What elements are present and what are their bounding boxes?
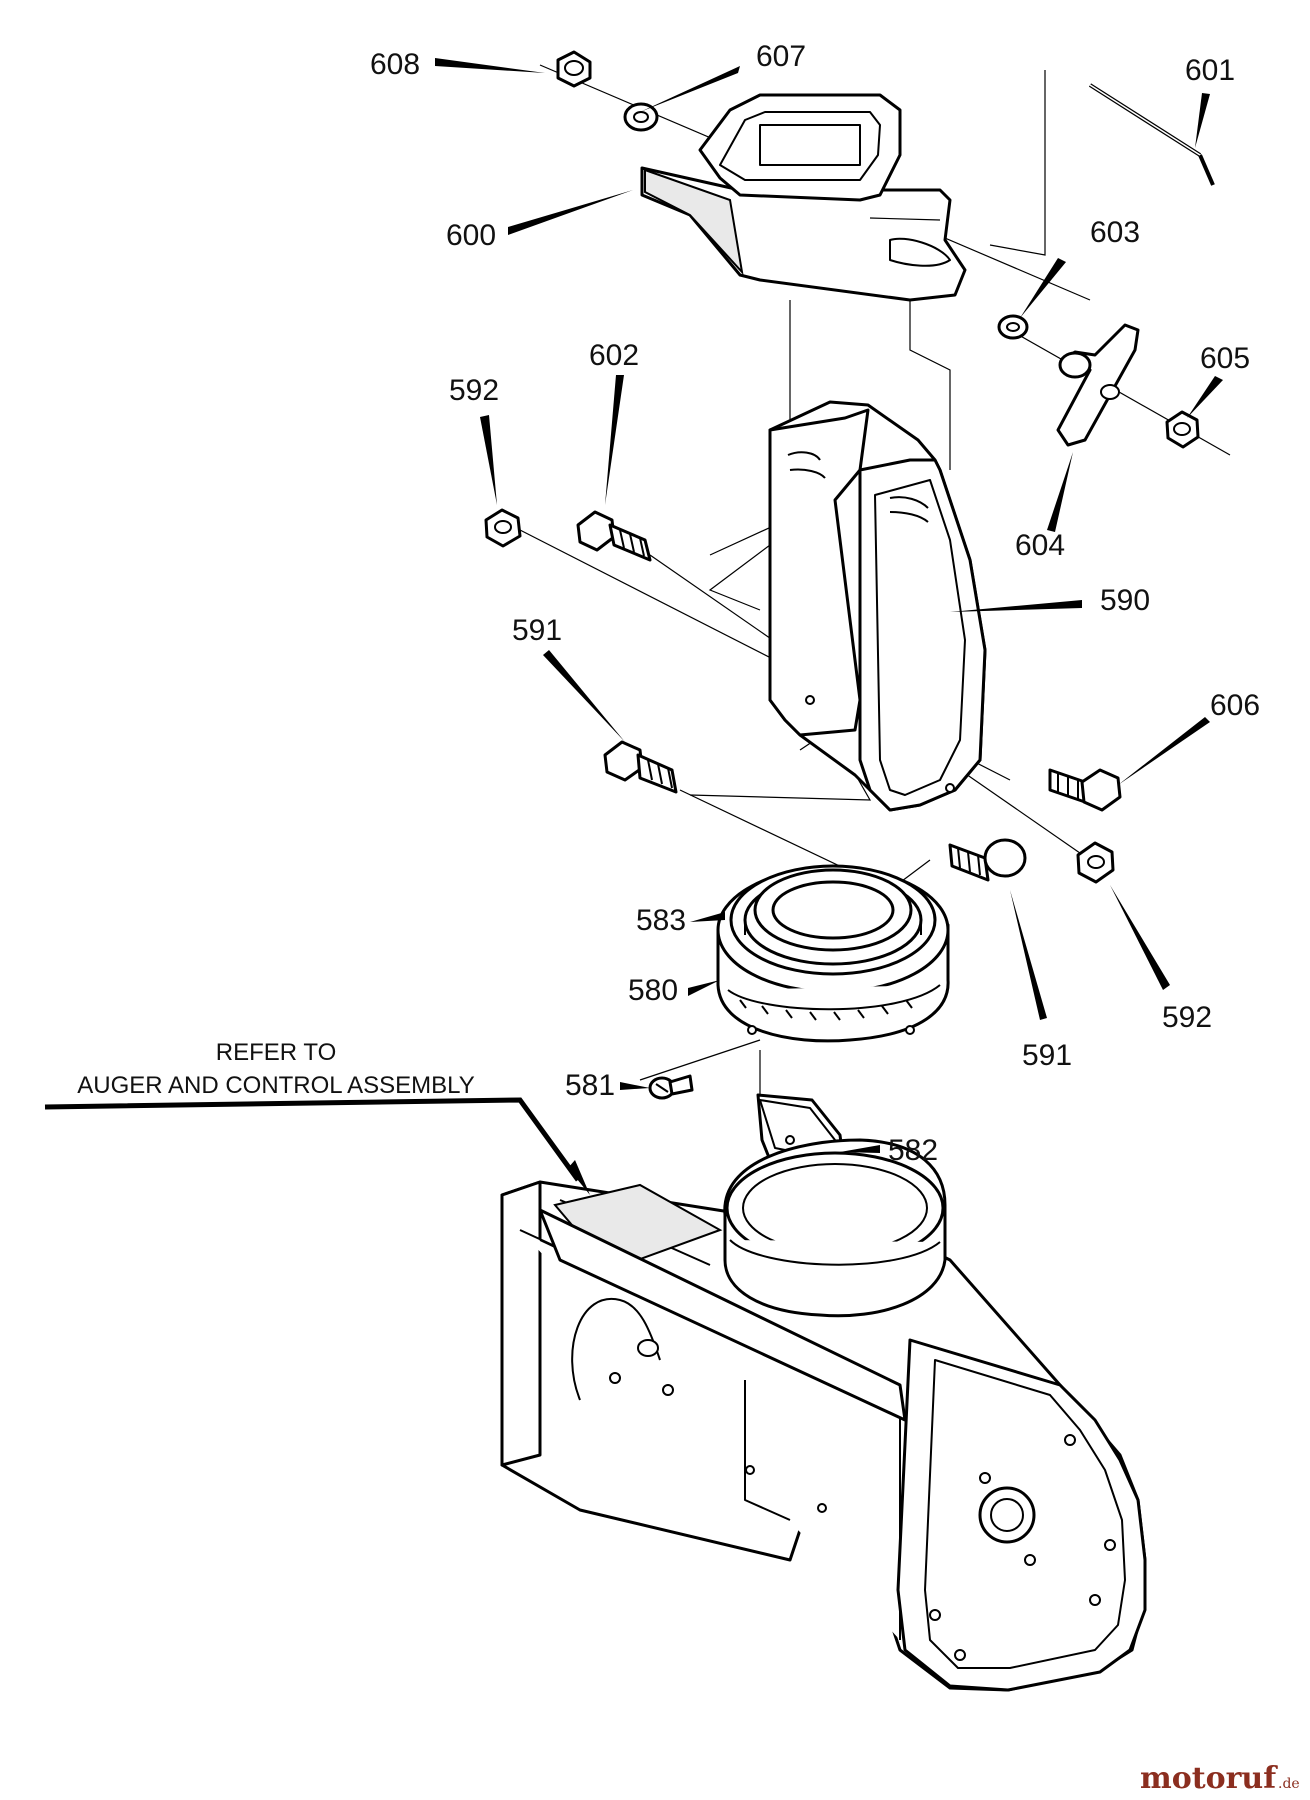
watermark-tld: .de xyxy=(1278,1776,1300,1792)
part-590-discharge-chute xyxy=(768,400,987,812)
callout-581: 581 xyxy=(565,1069,615,1102)
reference-note: REFER TO AUGER AND CONTROL ASSEMBLY xyxy=(77,1039,474,1099)
watermark-logo: motoruf .de xyxy=(1140,1761,1300,1796)
part-592-hex-nut-lower xyxy=(1076,841,1115,884)
part-583-bearing-ring xyxy=(729,864,937,976)
auger-housing-reference xyxy=(500,1138,1147,1692)
callout-600: 600 xyxy=(446,219,496,252)
part-601-rod xyxy=(1088,83,1215,186)
part-591-bolt-left xyxy=(603,740,678,794)
callout-604: 604 xyxy=(1015,529,1065,562)
callout-583: 583 xyxy=(636,904,686,937)
callout-592-upper: 592 xyxy=(449,374,499,407)
reference-pointer xyxy=(44,1097,590,1195)
callout-591-left: 591 xyxy=(512,614,562,647)
callout-580: 580 xyxy=(628,974,678,1007)
part-608-hex-nut xyxy=(556,50,592,88)
callout-602: 602 xyxy=(589,339,639,372)
reference-note-line2: AUGER AND CONTROL ASSEMBLY xyxy=(77,1072,474,1099)
part-581-screw xyxy=(648,1074,694,1100)
part-606-bolt xyxy=(1048,768,1122,812)
part-592-hex-nut-upper xyxy=(484,508,522,548)
part-591-bolt-right xyxy=(948,838,1027,882)
part-607-washer xyxy=(623,102,659,132)
part-600-chute-deflector xyxy=(640,93,967,302)
part-603-washer xyxy=(997,314,1029,340)
callout-603: 603 xyxy=(1090,216,1140,249)
callout-592-lower: 592 xyxy=(1162,1001,1212,1034)
part-602-bolt xyxy=(576,510,652,562)
callout-590: 590 xyxy=(1100,584,1150,617)
callout-582: 582 xyxy=(888,1134,938,1167)
callout-601: 601 xyxy=(1185,54,1235,87)
callout-arrows xyxy=(435,58,1223,1153)
callout-labels: 608 607 601 600 603 602 592 605 604 590 … xyxy=(370,40,1260,1167)
callout-591-right: 591 xyxy=(1022,1039,1072,1072)
part-604-wing-knob xyxy=(1056,323,1140,447)
reference-note-line1: REFER TO xyxy=(216,1039,336,1066)
callout-607: 607 xyxy=(756,40,806,73)
callout-608: 608 xyxy=(370,48,420,81)
callout-606: 606 xyxy=(1210,689,1260,722)
callout-605: 605 xyxy=(1200,342,1250,375)
watermark-brand: motoruf xyxy=(1140,1761,1278,1796)
part-605-hex-nut xyxy=(1165,410,1200,449)
